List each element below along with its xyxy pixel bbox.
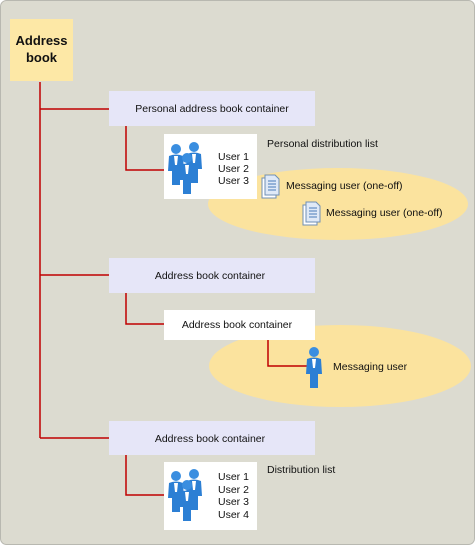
group1-user-3: User 3 [218, 175, 249, 187]
document-icon [302, 201, 321, 226]
messaging-user-area [209, 325, 471, 407]
group2-user-1: User 1 [218, 471, 249, 483]
address-book-container-top [109, 258, 315, 293]
root-label-line2: book [26, 50, 58, 65]
group2-user-3: User 3 [218, 496, 249, 508]
document-icon [261, 174, 280, 199]
group2-user-2: User 2 [218, 484, 249, 496]
root-label-line1: Address [15, 33, 67, 48]
one-off-entry-2: Messaging user (one-off) [326, 207, 443, 219]
group1-user-2: User 2 [218, 163, 249, 175]
group1-user-1: User 1 [218, 151, 249, 163]
personal-address-book-container [109, 91, 315, 126]
address-book-root [10, 19, 73, 81]
nested-container-label: Address book container [182, 319, 293, 331]
bottom-container-label: Address book container [155, 433, 266, 445]
address-book-container-bottom [109, 421, 315, 455]
group2-user-4: User 4 [218, 509, 249, 521]
top-container-label: Address book container [155, 270, 266, 282]
distribution-list-title: Distribution list [267, 464, 335, 476]
address-book-container-nested [164, 310, 315, 340]
personal-distribution-list-title: Personal distribution list [267, 138, 378, 150]
connector-lines [39, 82, 308, 496]
one-off-entry-1: Messaging user (one-off) [286, 180, 403, 192]
messaging-user-label: Messaging user [333, 361, 408, 373]
personal-container-label: Personal address book container [135, 103, 289, 115]
